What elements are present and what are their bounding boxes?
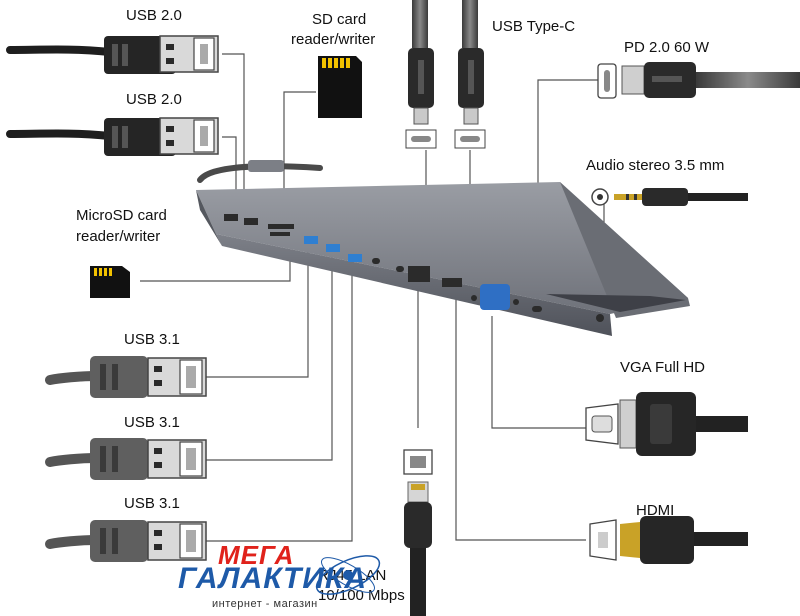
label-sd-card-line1: SD card	[312, 11, 367, 28]
usb20-plug-second	[6, 117, 219, 156]
watermark-brand-top: МЕГА	[218, 540, 295, 570]
label-microsd-line2: reader/writer	[76, 228, 161, 245]
store-watermark: МЕГА ГАЛАКТИКА интернет - магазин	[178, 536, 408, 616]
watermark-tagline: интернет - магазин	[212, 598, 318, 610]
port-pd	[532, 306, 542, 312]
label-usb20-top: USB 2.0	[126, 7, 182, 24]
hub-cable	[197, 163, 323, 183]
pd-cable	[597, 62, 800, 99]
port-usbc-b	[396, 266, 404, 272]
label-microsd-line1: MicroSD card	[76, 207, 167, 224]
port-hdmi	[442, 278, 462, 287]
port-usb20-a	[224, 214, 238, 221]
port-usb31-b	[326, 244, 340, 252]
watermark-brand-main: ГАЛАКТИКА	[178, 562, 368, 595]
label-usb20-second: USB 2.0	[126, 91, 182, 108]
label-lan-line2: 10/100 Mbps	[318, 587, 405, 604]
sd-card-icon	[318, 56, 362, 118]
port-vga	[480, 284, 510, 310]
label-audio: Audio stereo 3.5 mm	[586, 157, 725, 174]
port-rj45	[408, 266, 430, 282]
usb-c-hub	[196, 182, 690, 336]
vga-cable	[585, 392, 748, 456]
label-hdmi: HDMI	[636, 502, 675, 519]
port-usbc-a	[372, 258, 380, 264]
usb20-plug-top	[6, 35, 219, 74]
microsd-icon	[90, 266, 130, 298]
label-pd: PD 2.0 60 W	[624, 39, 710, 56]
label-usb31-first: USB 3.1	[124, 331, 180, 348]
audio-jack	[591, 188, 748, 206]
port-microsd	[270, 232, 290, 236]
usb31-plug-1	[45, 356, 207, 398]
port-usb20-b	[244, 218, 258, 225]
hub-plug	[248, 160, 284, 172]
port-usb31-a	[304, 236, 318, 244]
label-usb-type-c: USB Type-C	[492, 18, 576, 35]
port-audio	[596, 314, 604, 322]
galaxy-logo-icon	[315, 555, 381, 595]
hdmi-cable	[589, 516, 748, 564]
usb31-plug-3	[45, 520, 207, 562]
label-vga: VGA Full HD	[620, 359, 706, 376]
label-usb31-second: USB 3.1	[124, 414, 180, 431]
port-sd	[268, 224, 294, 229]
port-usb31-c	[348, 254, 362, 262]
label-usb31-third: USB 3.1	[124, 495, 180, 512]
usb-c-cable-1	[405, 0, 437, 149]
usb-c-cable-2	[454, 0, 486, 149]
connector-lines	[140, 53, 605, 542]
rj45-cable	[403, 449, 433, 616]
usb31-plug-2	[45, 438, 207, 480]
label-sd-card-line2: reader/writer	[291, 31, 376, 48]
